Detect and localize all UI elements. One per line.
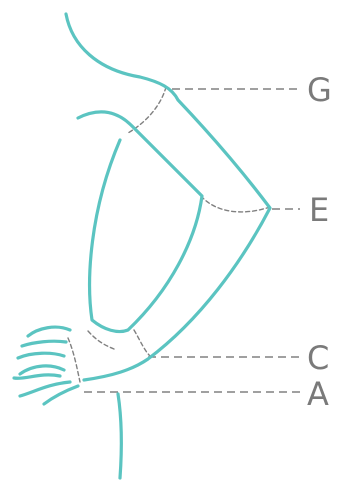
elbow-contour	[200, 195, 271, 213]
label-e: E	[309, 191, 329, 229]
measurement-labels: G E C A	[307, 71, 332, 413]
wrist-contour-far	[87, 330, 115, 350]
shoulder-outer-edge	[64, 12, 272, 382]
measurement-guides	[84, 88, 300, 393]
torso-edge	[116, 392, 123, 480]
label-a: A	[307, 375, 329, 413]
hand-outline	[12, 325, 80, 406]
forearm-contour	[133, 329, 151, 357]
arm-outline	[12, 12, 272, 480]
wrist-contour-near	[67, 337, 81, 383]
label-c: C	[307, 339, 329, 377]
label-g: G	[307, 71, 332, 109]
circumference-contours	[67, 86, 271, 383]
upper-arm-contour	[127, 86, 167, 134]
inner-arm-edge	[76, 110, 204, 334]
